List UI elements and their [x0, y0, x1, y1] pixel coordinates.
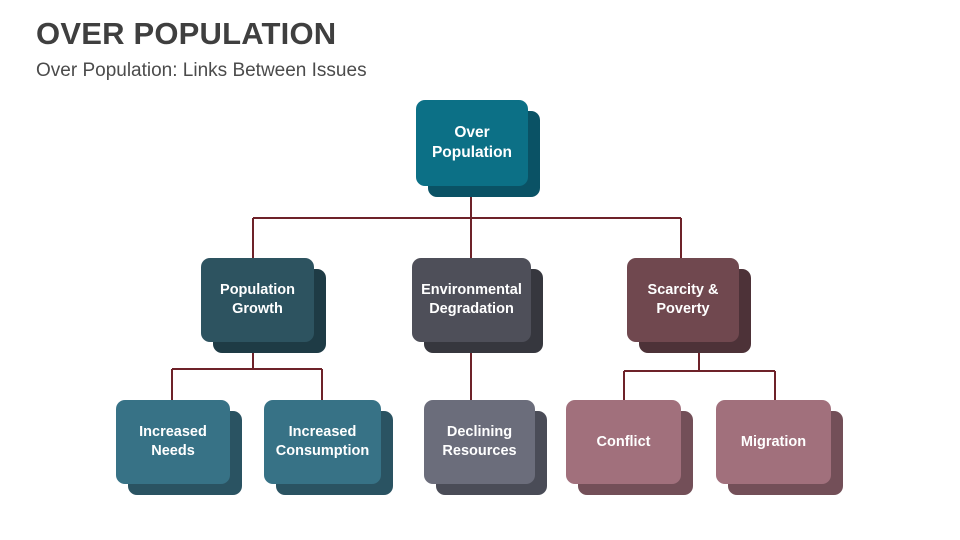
node-label: Scarcity & Poverty — [647, 282, 719, 317]
node-increased-consumption[interactable]: Increased Consumption — [264, 400, 393, 495]
node-over-population[interactable]: Over Population — [416, 100, 540, 197]
node-face: Increased Consumption — [264, 400, 381, 484]
node-face: Migration — [716, 400, 831, 484]
node-face: Declining Resources — [424, 400, 535, 484]
node-population-growth[interactable]: Population Growth — [201, 258, 326, 353]
node-label: Environmental Degradation — [421, 282, 522, 317]
node-face: Conflict — [566, 400, 681, 484]
node-face: Population Growth — [201, 258, 314, 342]
node-label: Conflict — [596, 433, 651, 450]
page-subtitle: Over Population: Links Between Issues — [36, 60, 367, 81]
page-title: OVER POPULATION — [36, 16, 337, 51]
node-scarcity-poverty[interactable]: Scarcity & Poverty — [627, 258, 751, 353]
node-declining-resources[interactable]: Declining Resources — [424, 400, 547, 495]
node-migration[interactable]: Migration — [716, 400, 843, 495]
node-label: Declining Resources — [442, 424, 517, 459]
node-environmental-degradation[interactable]: Environmental Degradation — [412, 258, 543, 353]
node-label: Population Growth — [220, 282, 295, 317]
node-face: Scarcity & Poverty — [627, 258, 739, 342]
node-conflict[interactable]: Conflict — [566, 400, 693, 495]
node-face: Increased Needs — [116, 400, 230, 484]
node-label: Increased Consumption — [275, 424, 370, 459]
node-increased-needs[interactable]: Increased Needs — [116, 400, 242, 495]
node-face: Environmental Degradation — [412, 258, 531, 342]
node-label: Migration — [740, 433, 807, 450]
node-label: Increased Needs — [139, 424, 207, 459]
node-label: Over Population — [431, 124, 513, 161]
node-face: Over Population — [416, 100, 528, 186]
